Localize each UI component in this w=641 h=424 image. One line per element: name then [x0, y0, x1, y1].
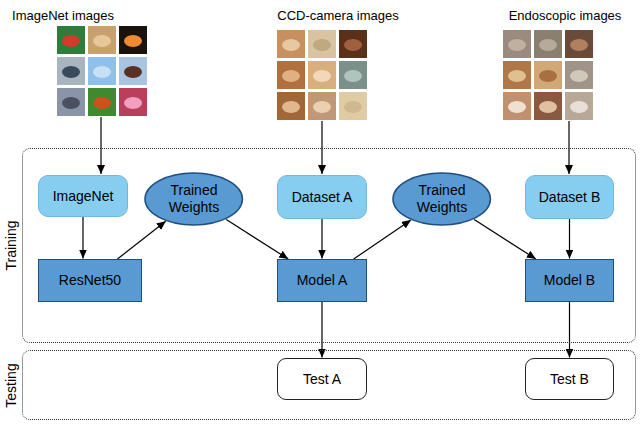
image-tile	[313, 101, 331, 113]
image-tile	[565, 92, 593, 120]
node-label: Dataset A	[292, 189, 353, 206]
image-tile	[57, 26, 85, 54]
image-tile	[570, 39, 588, 51]
image-tile	[277, 92, 305, 120]
image-tile	[93, 97, 111, 109]
image-tile	[277, 61, 305, 89]
image-tile	[308, 61, 336, 89]
image-tile	[344, 39, 362, 51]
image-tile	[57, 57, 85, 85]
dataset-box: ImageNet	[38, 175, 128, 217]
image-set-caption: ImageNet images	[12, 8, 114, 24]
image-tile	[119, 88, 147, 116]
image-tile	[62, 97, 80, 109]
image-tile	[57, 88, 85, 116]
image-tile	[508, 70, 526, 82]
image-tile	[503, 61, 531, 89]
stage-region: TrainingImageNetResNet50Trained WeightsD…	[22, 148, 636, 343]
image-tile	[539, 70, 557, 82]
arrow-connector	[354, 220, 411, 259]
image-tile	[313, 39, 331, 51]
node-label: ResNet50	[59, 272, 121, 289]
stage-region: TestingTest ATest B	[22, 350, 636, 420]
image-tile	[534, 30, 562, 58]
test-box: Test B	[525, 358, 614, 400]
input-arrow	[100, 117, 101, 174]
image-set-caption: Endoscopic images	[509, 8, 622, 24]
node-label: Test B	[550, 371, 589, 388]
image-tile	[93, 66, 111, 78]
image-tile	[565, 61, 593, 89]
image-tile	[62, 66, 80, 78]
image-tile	[88, 88, 116, 116]
ccd-grid	[277, 30, 367, 120]
image-tile	[282, 101, 300, 113]
image-tile	[570, 101, 588, 113]
dataset-box: Dataset B	[525, 175, 614, 219]
image-tile	[88, 57, 116, 85]
image-tile	[62, 35, 80, 47]
image-tile	[282, 70, 300, 82]
image-set-caption: CCD-camera images	[277, 8, 398, 24]
image-tile	[344, 70, 362, 82]
node-label: Model A	[297, 272, 348, 289]
ellipse-outline	[145, 173, 242, 225]
arrow-connector	[82, 217, 83, 259]
test-box: Test A	[277, 358, 367, 400]
weights-ellipse: Trained Weights	[392, 172, 491, 226]
arrow-connector	[474, 220, 536, 259]
image-tile	[339, 61, 367, 89]
endoscopic-grid	[503, 30, 593, 120]
region-label: Training	[3, 220, 20, 270]
image-tile	[119, 26, 147, 54]
image-tile	[119, 57, 147, 85]
model-box: Model B	[525, 259, 614, 302]
weights-ellipse: Trained Weights	[144, 172, 243, 226]
image-tile	[503, 92, 531, 120]
image-tile	[344, 101, 362, 113]
image-tile	[282, 39, 300, 51]
arrow-connector	[569, 219, 570, 259]
image-tile	[313, 70, 331, 82]
node-label: Trained Weights	[163, 182, 225, 216]
image-tile	[534, 92, 562, 120]
image-tile	[539, 101, 557, 113]
image-tile	[308, 92, 336, 120]
image-tile	[539, 39, 557, 51]
image-tile	[534, 61, 562, 89]
node-label: ImageNet	[53, 188, 114, 205]
model-box: ResNet50	[38, 259, 142, 302]
node-label: Test A	[303, 371, 341, 388]
image-tile	[277, 30, 305, 58]
image-tile	[339, 92, 367, 120]
image-tile	[88, 26, 116, 54]
image-tile	[508, 39, 526, 51]
image-tile	[124, 66, 142, 78]
node-label: Trained Weights	[411, 182, 473, 216]
image-tile	[570, 70, 588, 82]
image-tile	[339, 30, 367, 58]
region-label: Testing	[3, 363, 20, 407]
image-tile	[508, 101, 526, 113]
image-tile	[308, 30, 336, 58]
dataset-box: Dataset A	[277, 175, 367, 219]
arrow-connector	[117, 221, 165, 259]
image-tile	[93, 35, 111, 47]
node-label: Dataset B	[539, 189, 600, 206]
image-tile	[124, 35, 142, 47]
image-tile	[503, 30, 531, 58]
ellipse-outline	[393, 173, 490, 225]
image-tile	[565, 30, 593, 58]
arrow-connector	[226, 220, 288, 259]
arrow-connector	[321, 219, 322, 259]
model-box: Model A	[277, 259, 367, 302]
image-tile	[124, 97, 142, 109]
node-label: Model B	[544, 272, 595, 289]
imagenet-grid	[57, 26, 147, 116]
